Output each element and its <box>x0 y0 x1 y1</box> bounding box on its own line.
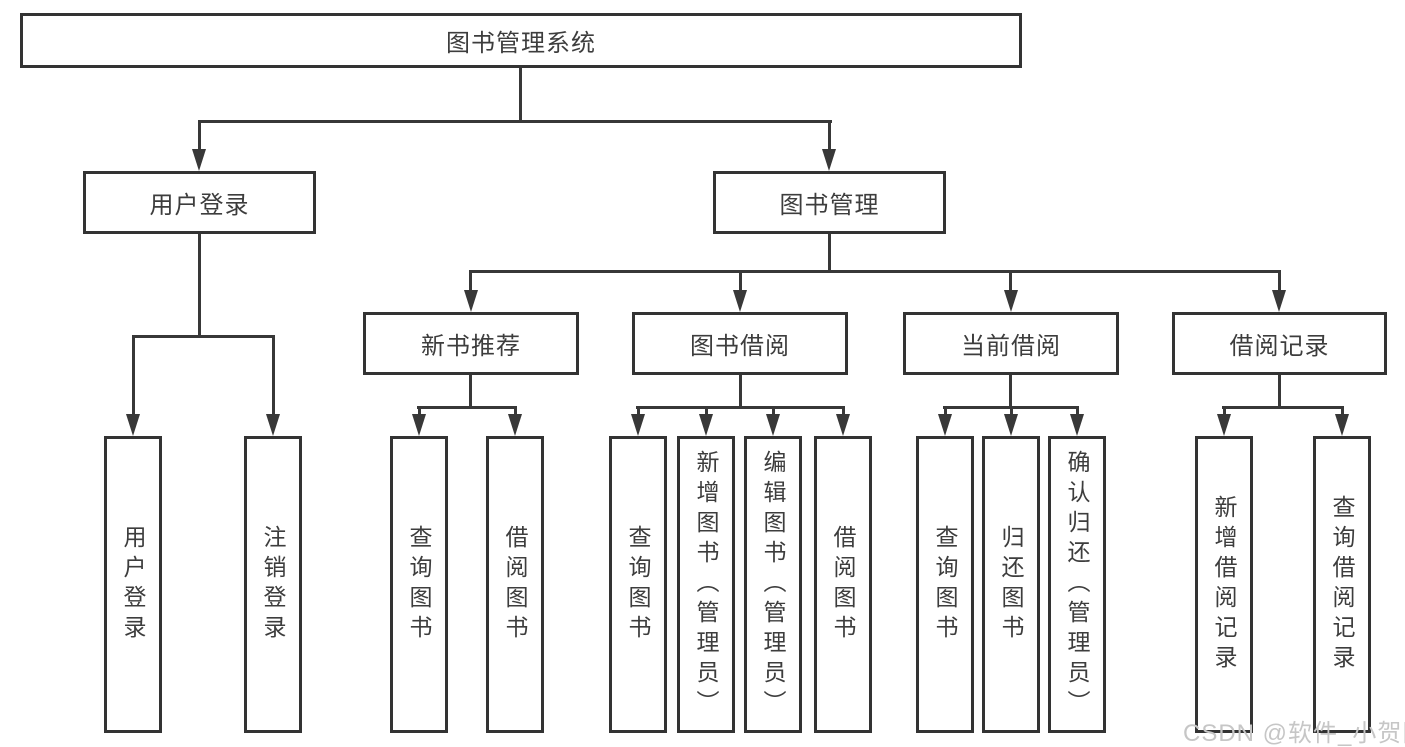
connector-new-rec-down <box>469 375 472 407</box>
arrow-down-icon <box>412 414 426 436</box>
node-library-management-system: 图书管理系统 <box>20 13 1022 68</box>
csdn-watermark: CSDN @软件_小贺同学 <box>1183 720 1405 747</box>
arrow-down-icon <box>631 414 645 436</box>
arrow-down-icon <box>1004 290 1018 312</box>
arrow-down-icon <box>1004 414 1018 436</box>
connector-stub-leaf <box>772 408 775 416</box>
node-user-login: 用户登录 <box>83 171 316 234</box>
arrow-down-icon <box>822 149 836 171</box>
leaf-query-borrow-record: 查询借阅记录 <box>1313 436 1371 733</box>
arrow-down-icon <box>126 414 140 436</box>
arrow-down-icon <box>508 414 522 436</box>
arrow-down-icon <box>766 414 780 436</box>
connector-stub-book-borrow <box>739 272 742 292</box>
connector-current-borrow-down <box>1009 375 1012 407</box>
connector-stub-current-borrow <box>1009 272 1012 292</box>
arrow-down-icon <box>464 290 478 312</box>
arrow-down-icon <box>699 414 713 436</box>
connector-stub-leaf <box>418 408 421 416</box>
node-book-borrowing: 图书借阅 <box>632 312 848 375</box>
connector-stub-login-leaf <box>132 336 135 418</box>
leaf-query-books-current: 查询图书 <box>916 436 974 733</box>
connector-user-login-split <box>132 335 275 338</box>
connector-stub-leaf <box>1010 408 1013 416</box>
connector-stub-leaf <box>705 408 708 416</box>
arrow-down-icon <box>938 414 952 436</box>
leaf-add-books-admin: 新增图书（管理员） <box>677 436 735 733</box>
leaf-borrow-books-recommend: 借阅图书 <box>486 436 544 733</box>
node-current-borrowing: 当前借阅 <box>903 312 1119 375</box>
leaf-logout: 注销登录 <box>244 436 302 733</box>
leaf-query-books-borrowing: 查询图书 <box>609 436 667 733</box>
leaf-return-books: 归还图书 <box>982 436 1040 733</box>
arrow-down-icon <box>266 414 280 436</box>
connector-level3-horizontal <box>469 270 1281 273</box>
arrow-down-icon <box>1272 290 1286 312</box>
arrow-down-icon <box>1217 414 1231 436</box>
connector-book-borrow-split <box>636 406 845 409</box>
leaf-confirm-return-admin: 确认归还（管理员） <box>1048 436 1106 733</box>
connector-book-management-down <box>828 234 831 272</box>
leaf-add-borrow-record: 新增借阅记录 <box>1195 436 1253 733</box>
connector-borrow-record-down <box>1278 375 1281 407</box>
connector-root-down <box>519 66 522 123</box>
leaf-query-books-recommend: 查询图书 <box>390 436 448 733</box>
connector-current-borrow-split <box>943 406 1079 409</box>
arrow-down-icon <box>733 290 747 312</box>
leaf-edit-books-admin: 编辑图书（管理员） <box>744 436 802 733</box>
connector-stub-leaf <box>1341 408 1344 416</box>
leaf-user-login: 用户登录 <box>104 436 162 733</box>
arrow-down-icon <box>836 414 850 436</box>
connector-borrow-record-split <box>1222 406 1344 409</box>
connector-stub-leaf <box>842 408 845 416</box>
node-book-management: 图书管理 <box>713 171 946 234</box>
arrow-down-icon <box>1070 414 1084 436</box>
connector-stub-logout-leaf <box>272 336 275 418</box>
connector-stub-leaf <box>944 408 947 416</box>
connector-stub-new-rec <box>469 272 472 292</box>
node-borrowing-records: 借阅记录 <box>1172 312 1387 375</box>
connector-stub-leaf <box>1223 408 1226 416</box>
connector-level2-horizontal <box>198 120 832 123</box>
connector-stub-leaf <box>514 408 517 416</box>
node-new-book-recommendation: 新书推荐 <box>363 312 579 375</box>
connector-stub-leaf <box>637 408 640 416</box>
connector-user-login-down <box>198 234 201 337</box>
connector-stub-user-login <box>198 121 201 151</box>
arrow-down-icon <box>1335 414 1349 436</box>
connector-stub-leaf <box>1076 408 1079 416</box>
connector-stub-borrow-record <box>1278 272 1281 292</box>
leaf-borrow-books: 借阅图书 <box>814 436 872 733</box>
connector-book-borrow-down <box>739 375 742 407</box>
connector-new-rec-split <box>417 406 517 409</box>
arrow-down-icon <box>192 149 206 171</box>
connector-stub-book-management <box>828 121 831 151</box>
